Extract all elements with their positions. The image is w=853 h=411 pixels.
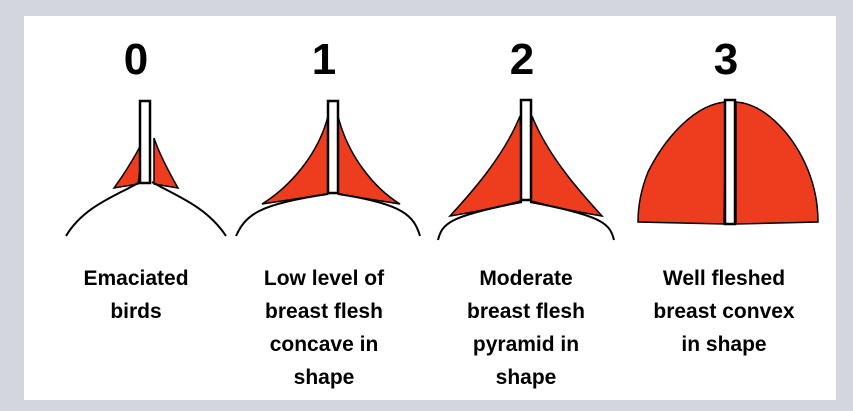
keel-bone — [521, 100, 531, 200]
body-outline — [66, 182, 226, 236]
keel-bone — [328, 101, 338, 193]
score-label-1: 1 — [264, 34, 384, 86]
score-label-2: 2 — [462, 34, 582, 86]
score-label-3: 3 — [666, 34, 786, 86]
score-label-0: 0 — [76, 34, 196, 86]
low-flesh-breast-drawing — [224, 96, 424, 256]
caption-3: Well fleshed breast convex in shape — [640, 262, 808, 361]
keel-bone — [140, 101, 150, 183]
breast-muscle-right — [528, 116, 602, 216]
caption-2: Moderate breast flesh pyramid in shape — [442, 262, 610, 394]
emaciated-breast-drawing — [36, 96, 236, 256]
breast-muscle-left — [450, 116, 524, 216]
breast-muscle-right — [338, 116, 400, 204]
breast-muscle-left — [638, 102, 726, 224]
caption-1: Low level of breast flesh concave in sha… — [240, 262, 408, 394]
well-fleshed-breast-drawing — [624, 96, 824, 256]
breast-muscle-left — [262, 116, 328, 204]
condition-score-panel: 0 Emaciated birds 1 Low level of breast … — [24, 16, 836, 400]
breast-muscle-right — [736, 102, 818, 224]
breast-muscle-right — [154, 138, 178, 188]
moderate-flesh-breast-drawing — [424, 96, 624, 256]
keel-bone — [725, 100, 735, 224]
caption-0: Emaciated birds — [52, 262, 220, 328]
